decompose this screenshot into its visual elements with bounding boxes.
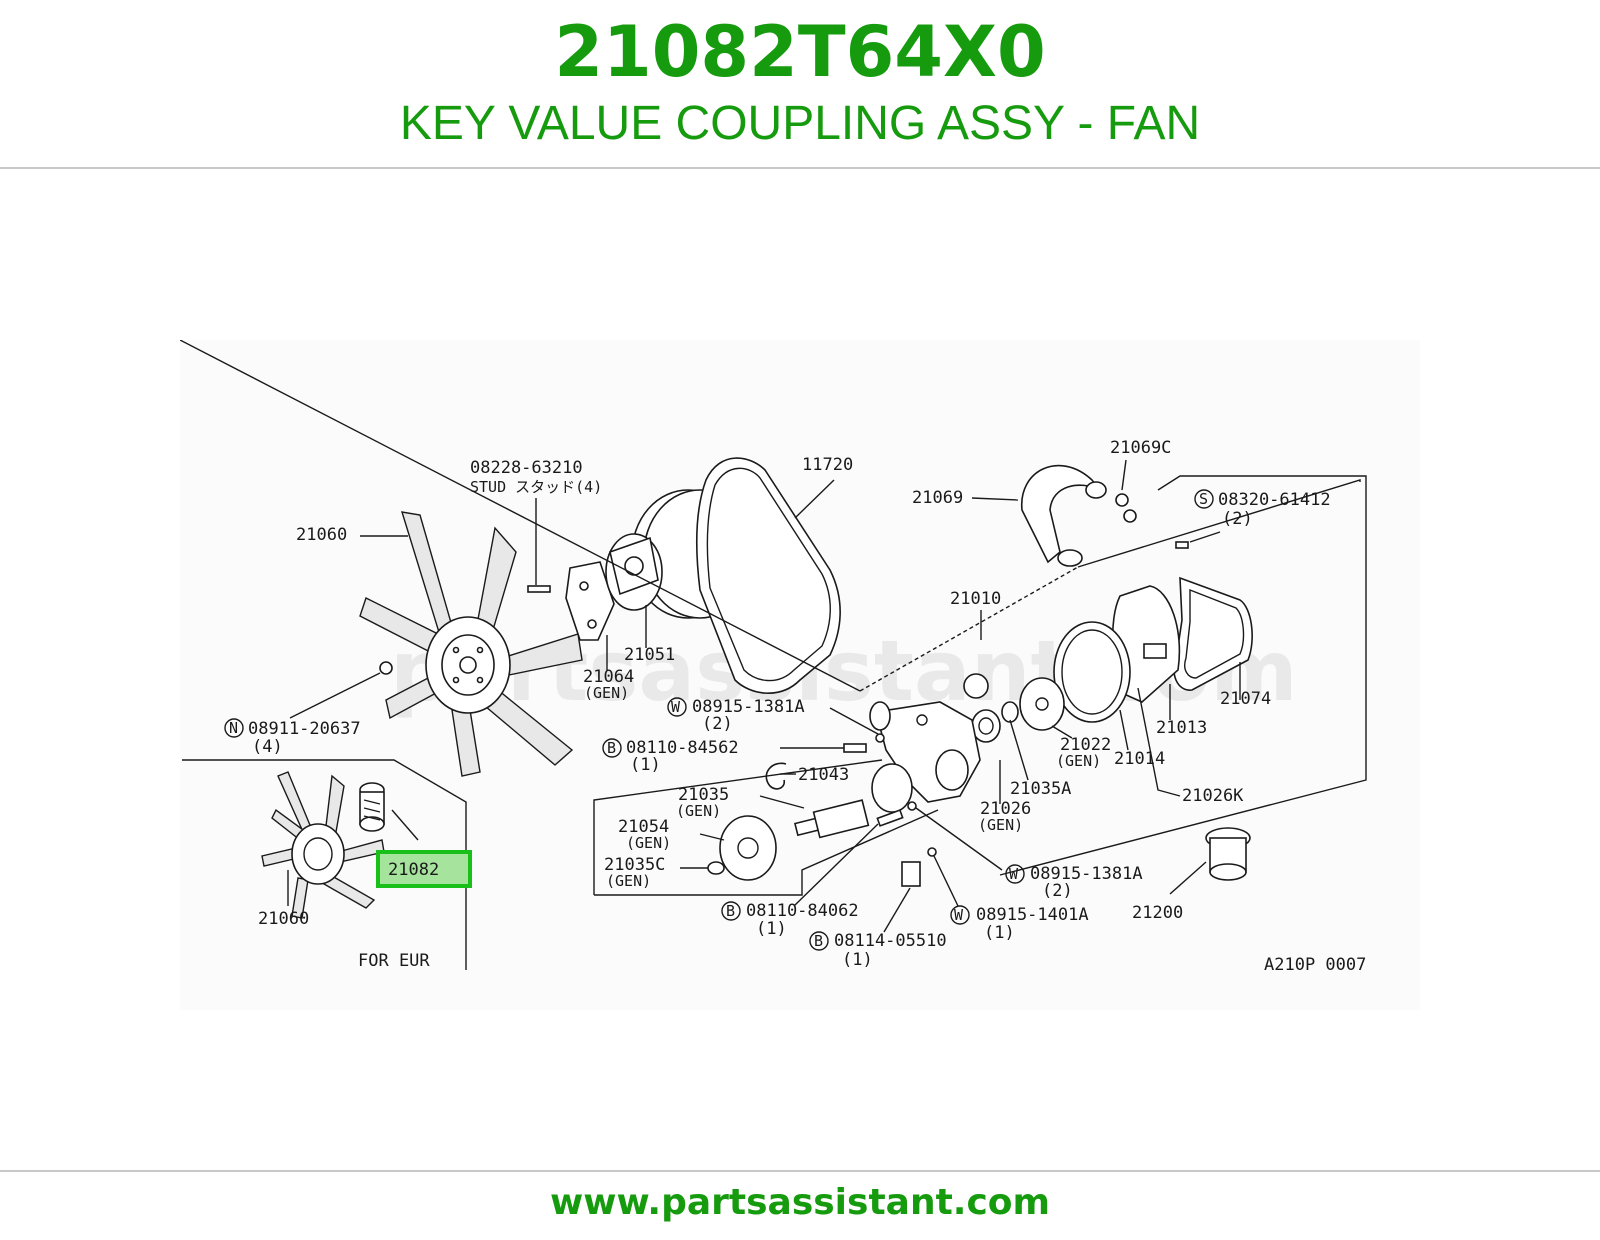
header-divider <box>0 167 1600 169</box>
label-plate: 21013 <box>1156 718 1207 738</box>
label-bracket-gen: (GEN) <box>584 684 629 702</box>
seal-a-drawing <box>1001 701 1019 723</box>
label-shaft: 21035 <box>678 785 729 805</box>
label-pump-body-assy: 21010 <box>950 589 1001 609</box>
label-washer3-qty: (1) <box>984 923 1015 943</box>
label-flange-gen: (GEN) <box>626 834 671 852</box>
nut-drawing <box>379 661 393 675</box>
fan-21060-drawing <box>359 511 583 777</box>
bolt1-drawing <box>843 743 867 753</box>
label-fan-top: 21060 <box>296 525 347 545</box>
label-fan-small: 21060 <box>258 909 309 929</box>
footer-divider <box>0 1170 1600 1172</box>
label-highlighted-part[interactable]: 21082 <box>388 860 439 880</box>
coupling-drawing <box>359 782 385 832</box>
badge-bolt2: B <box>726 902 735 920</box>
label-impeller-gen: (GEN) <box>1056 752 1101 770</box>
parts-diagram-svg: partsassistant.com 21060 N 08911-20637 (… <box>180 340 1367 975</box>
badge-bolt3: B <box>814 932 823 950</box>
highlight-box-21082[interactable] <box>376 850 472 888</box>
label-impeller: 21022 <box>1060 735 1111 755</box>
part-title: KEY VALUE COUPLING ASSY - FAN <box>399 97 1201 150</box>
label-seal2-gen: (GEN) <box>978 816 1023 834</box>
label-hose-clamp: 21069C <box>1110 438 1171 458</box>
label-bolt2-part: 08110-84062 <box>746 901 859 921</box>
badge-bolt1: B <box>607 739 616 757</box>
label-washer1-qty: (2) <box>702 714 733 734</box>
label-screw-qty: (2) <box>1222 509 1253 529</box>
label-screw-part: 08320-61412 <box>1218 490 1331 510</box>
badge-nut: N <box>229 719 238 737</box>
label-bolt2-qty: (1) <box>756 919 787 939</box>
screw-drawing <box>1175 541 1189 549</box>
label-nut-qty: (4) <box>252 737 283 757</box>
label-bolt1-part: 08110-84562 <box>626 738 739 758</box>
impeller-drawing <box>1019 677 1065 731</box>
label-gasket-outer: 21074 <box>1220 689 1271 709</box>
label-stud-desc: STUD スタッド(4) <box>470 478 602 496</box>
label-hose: 21069 <box>912 488 963 508</box>
label-thermostat: 21200 <box>1132 903 1183 923</box>
label-gasket-inner: 21014 <box>1114 749 1165 769</box>
label-washer2-part: 08915-1381A <box>1030 864 1143 884</box>
badge-screw: S <box>1199 490 1208 508</box>
label-seal-a: 21035A <box>1010 779 1071 799</box>
bolt3-drawing <box>901 861 921 887</box>
stud-drawing <box>527 585 551 593</box>
badge-washer2: W <box>1009 865 1019 883</box>
label-stud-part: 08228-63210 <box>470 458 583 478</box>
pump-body-drawing <box>869 673 989 803</box>
washer3-drawing <box>927 847 937 857</box>
fan-small-drawing <box>261 771 385 919</box>
bracket-drawing <box>565 561 615 641</box>
label-cover-k: 21026K <box>1182 786 1244 806</box>
clip-drawing <box>765 762 787 790</box>
page-header: 21082T64X0 KEY VALUE COUPLING ASSY - FAN <box>0 0 1600 168</box>
label-ring-gen: (GEN) <box>606 872 651 890</box>
label-region-note: FOR EUR <box>358 951 430 971</box>
label-seal2: 21026 <box>980 799 1031 819</box>
thermostat-drawing <box>1205 827 1251 881</box>
label-shaft-gen: (GEN) <box>676 802 721 820</box>
label-ring: 21035C <box>604 855 665 875</box>
label-bracket: 21064 <box>583 667 634 687</box>
label-washer2-qty: (2) <box>1042 881 1073 901</box>
bolt2-drawing <box>876 809 904 827</box>
footer-url[interactable]: www.partsassistant.com <box>549 1182 1051 1223</box>
label-nut-part: 08911-20637 <box>248 719 361 739</box>
hose-clamp-drawing <box>1115 493 1129 507</box>
ring-drawing <box>707 861 725 875</box>
label-bolt3-qty: (1) <box>842 950 873 970</box>
part-number: 21082T64X0 <box>554 11 1046 93</box>
badge-washer3: W <box>954 906 964 924</box>
label-washer1-part: 08915-1381A <box>692 697 805 717</box>
washer2-drawing <box>907 801 917 811</box>
label-bolt3-part: 08114-05510 <box>834 931 947 951</box>
diagram-ref-code: A210P 0007 <box>1264 955 1366 975</box>
flange-drawing <box>719 815 777 881</box>
washer1-drawing <box>875 733 885 743</box>
gasket-inner-drawing <box>1053 621 1131 723</box>
label-bolt1-qty: (1) <box>630 755 661 775</box>
shaft-drawing <box>793 763 913 839</box>
label-flange: 21054 <box>618 817 669 837</box>
badge-washer1: W <box>671 698 681 716</box>
hose-drawing <box>1021 464 1101 564</box>
label-pulley: 21051 <box>624 645 675 665</box>
label-washer3-part: 08915-1401A <box>976 905 1089 925</box>
parts-diagram: partsassistant.com 21060 N 08911-20637 (… <box>180 340 1420 1010</box>
label-belt: 11720 <box>802 455 853 475</box>
